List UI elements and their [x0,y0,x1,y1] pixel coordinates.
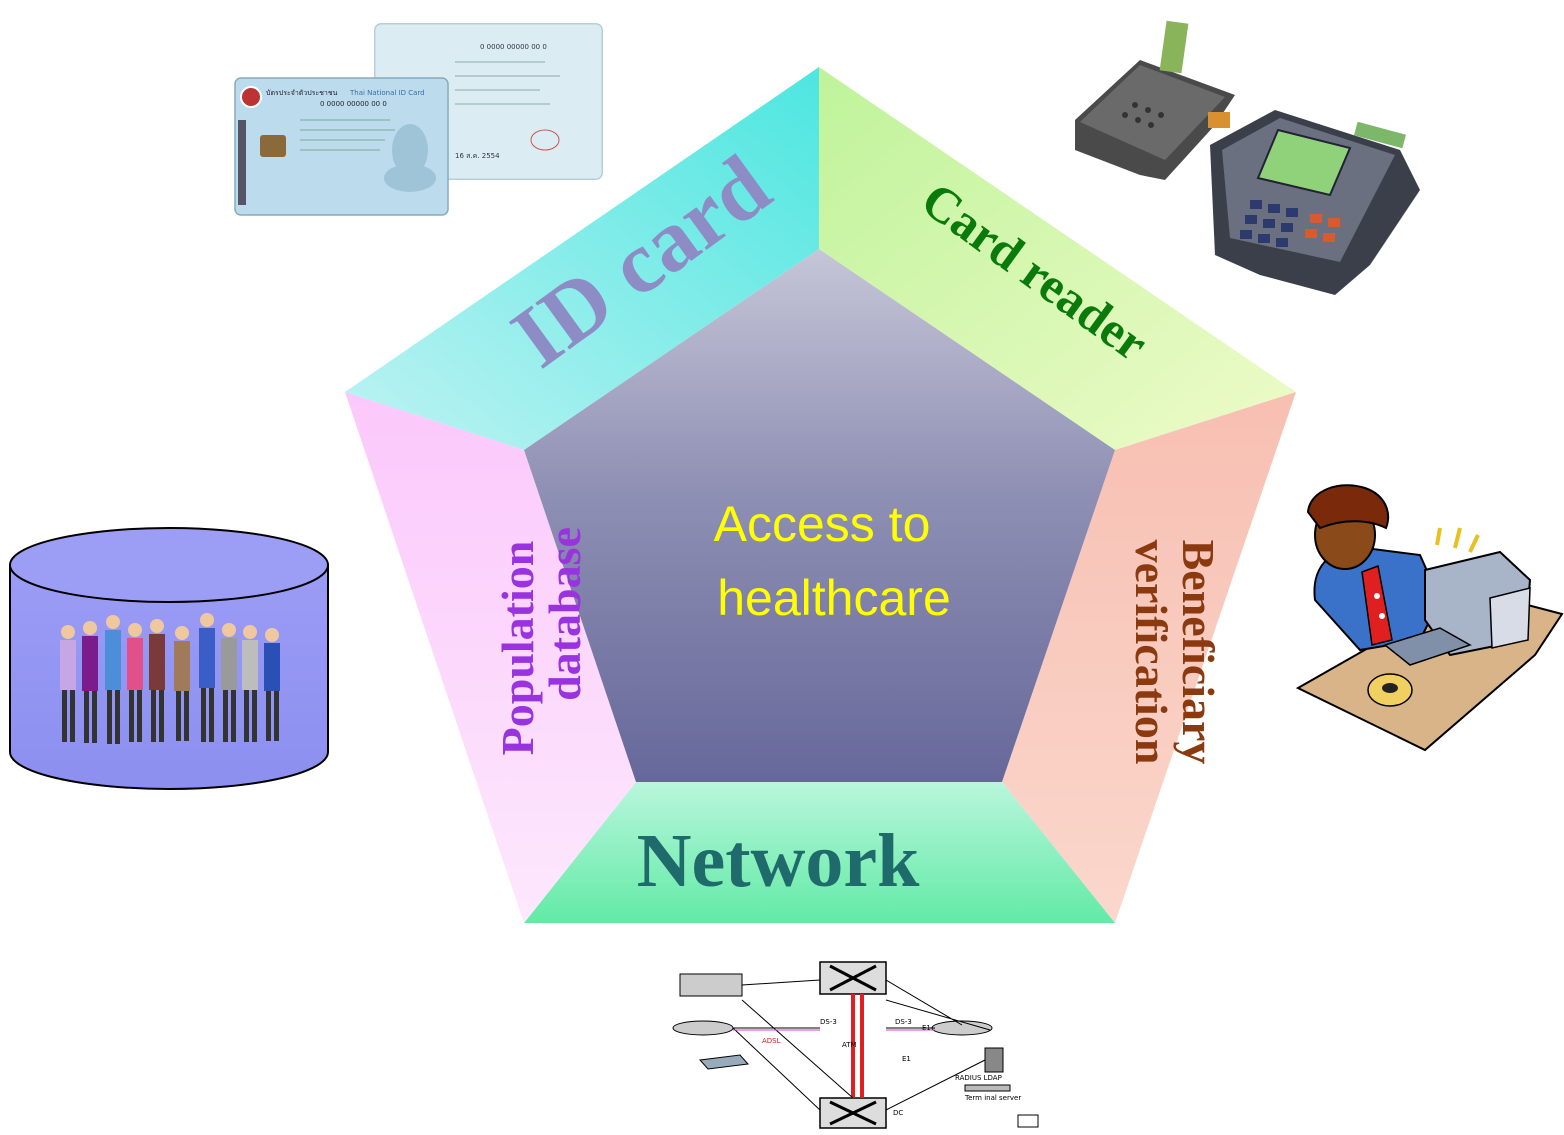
id-card-front: บัตรประจำตัวประชาชน Thai National ID Car… [234,77,449,216]
people-group-icon [60,613,280,744]
network-label-adsl: ADSL [762,1037,781,1045]
beneficiary-label-line1: Beneficiary [1173,540,1224,765]
network-label-dc: DC [893,1109,903,1117]
population-database-image [9,527,329,790]
id-card-front-number: 0 0000 00000 00 0 [320,100,387,108]
network-label-e1-top: E1 [922,1024,931,1032]
network-label: Network [637,819,921,903]
id-card-back-date: 16 ส.ค. 2554 [455,152,500,160]
network-label-terminal-server: Term inal server [964,1094,1021,1102]
network-label-ds3-left: DS-3 [820,1018,837,1026]
population-label-line1: Population [492,541,543,756]
beneficiary-label-line2: verification [1126,540,1177,765]
population-segment [345,392,636,923]
center-text-line2: healthcare [717,570,951,626]
network-label-e1-bottom: E1 [902,1055,911,1063]
id-card-front-title-en: Thai National ID Card [349,89,425,97]
id-card-segment [345,67,819,450]
population-label-line2: database [539,527,590,701]
card-reader-segment [819,67,1296,450]
id-card-image: 0 0000 00000 00 0 16 ส.ค. 2554 บัตรประจำ… [234,23,603,216]
beneficiary-segment [1002,392,1296,923]
user-at-computer-image [1295,484,1564,752]
network-label-ds3-right: DS-3 [895,1018,912,1026]
center-text-line1: Access to [714,496,931,552]
network-segment [524,782,1115,923]
card-reader-image [1075,20,1420,295]
pos-terminal-large [1210,110,1420,295]
center-pentagon [524,249,1115,782]
id-card-back-number: 0 0000 00000 00 0 [480,43,547,51]
pos-terminal-small [1075,20,1235,180]
network-topology-image: ADSL ATM DS-3 DS-3 E1 E1 RADIUS LDAP Ter… [672,961,1039,1129]
network-label-radius: RADIUS LDAP [955,1074,1002,1082]
network-label-atm: ATM [842,1041,857,1049]
id-card-front-title-thai: บัตรประจำตัวประชาชน [266,89,338,97]
